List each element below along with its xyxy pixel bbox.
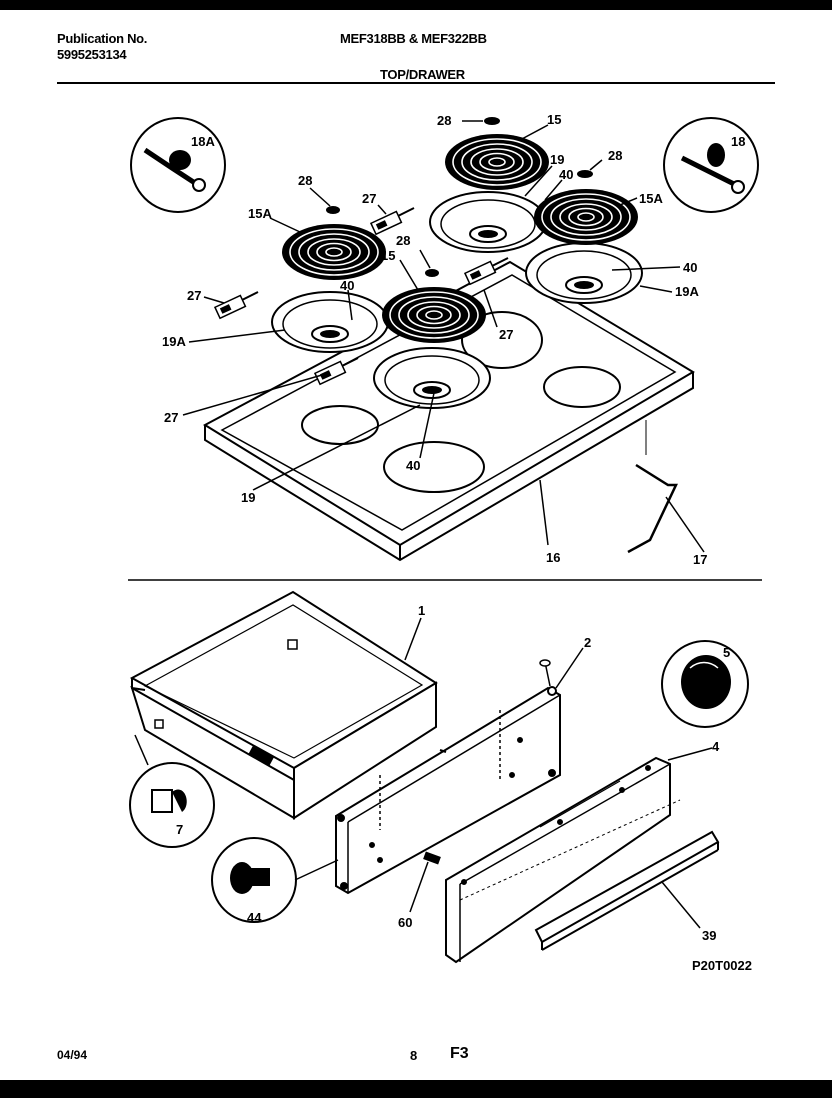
callout-17: 17 [693,552,707,567]
leader-lines-bottom [294,617,713,929]
callout-27-b: 27 [187,288,201,303]
callout-28-b: 28 [608,148,622,163]
callout-labels-bottom: 1 2 5 4 7 44 60 39 [176,603,730,943]
scan-border-top [0,0,832,10]
callout-40-a: 40 [559,167,573,182]
callout-19A-a: 19A [675,284,699,299]
panel-screw [539,659,551,687]
publication-number: 5995253134 [57,47,127,62]
callout-15A-a: 15A [639,191,663,206]
scan-border-bottom [0,1080,832,1098]
callout-28-d: 28 [396,233,410,248]
callout-19A-b: 19A [162,334,186,349]
drip-pan-19-rear [429,191,547,253]
callout-16: 16 [546,550,560,565]
drip-pan-19A-right [525,242,643,304]
callout-28-c: 28 [298,173,312,188]
drawer-panel-2 [335,686,561,895]
revision-date: 04/94 [57,1048,88,1062]
callout-15A-b: 15A [248,206,272,221]
callout-28-a: 28 [437,113,451,128]
callout-4: 4 [712,739,720,754]
surface-element-15A-left [281,223,387,281]
terminal-block-27-b [213,291,259,320]
detail-18A [130,117,226,213]
leader-lines-top [182,120,681,546]
surface-element-15-rear [444,133,550,191]
drawer-front-4 [445,756,671,964]
bracket-17 [627,463,705,554]
callout-7: 7 [176,822,183,837]
callout-40-d: 40 [406,458,420,473]
figure-id: P20T0022 [692,958,752,973]
publication-label: Publication No. [57,31,148,46]
callout-labels-top: 18A 18 28 15 19 40 28 15A 28 27 15A 28 1… [162,112,745,567]
model-numbers: MEF318BB & MEF322BB [340,31,487,46]
surface-element-15-front [381,286,487,344]
callout-27-d: 27 [164,410,178,425]
callout-18: 18 [731,134,745,149]
terminal-block-27-a [369,207,415,236]
detail-44 [211,837,297,923]
callout-15-a: 15 [547,112,561,127]
callout-18A: 18A [191,134,215,149]
detail-18 [663,117,759,213]
callout-40-b: 40 [683,260,697,275]
callout-15-b: 15 [381,248,395,263]
page-number: 8 [410,1048,418,1063]
trim-ring-28-set [326,117,593,277]
callout-40-c: 40 [340,278,354,293]
section-code: F3 [450,1045,469,1062]
detail-7 [129,734,215,848]
drip-pan-19A-left [271,291,389,353]
callout-1: 1 [418,603,425,618]
callout-60: 60 [398,915,412,930]
callout-19-b: 19 [241,490,255,505]
drawer-handle-39 [534,830,720,951]
callout-2: 2 [584,635,591,650]
drawer-body-1 [129,590,438,820]
screw-60 [423,851,441,865]
callout-44: 44 [247,910,262,925]
callout-19-a: 19 [550,152,564,167]
surface-element-15A-right [533,188,639,246]
detail-5 [661,640,749,728]
callout-5: 5 [723,645,730,660]
callout-27-c: 27 [499,327,513,342]
callout-39: 39 [702,928,716,943]
callout-27-a: 27 [362,191,376,206]
section-title: TOP/DRAWER [380,67,465,82]
